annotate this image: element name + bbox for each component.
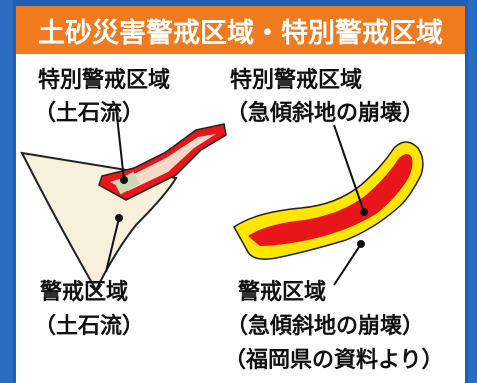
label-slope-warning-zone: 警戒区域	[238, 280, 327, 305]
dot-debris-special	[120, 176, 128, 184]
leader-debris-special	[115, 106, 125, 181]
top-border	[16, 0, 465, 6]
leader-slope-warning	[333, 243, 362, 286]
label-slope-warning-type: （急傾斜地の崩壊）	[226, 314, 425, 339]
source-note: （福岡県の資料より）	[224, 348, 444, 373]
leader-debris-warning	[105, 217, 120, 273]
label-debris-special-type: （土石流）	[34, 101, 145, 126]
label-debris-warning-zone: 警戒区域	[40, 280, 129, 305]
dot-debris-warning	[115, 214, 123, 222]
slope-special-zone-shape	[248, 154, 413, 246]
debris-special-zone-marker-area	[114, 171, 140, 195]
leader-slope-special	[333, 124, 365, 213]
label-debris-special-zone: 特別警戒区域	[38, 68, 171, 93]
label-slope-special-type: （急傾斜地の崩壊）	[226, 101, 425, 126]
dot-slope-special	[360, 208, 368, 216]
title-bar: 土砂災害警戒区域・特別警戒区域	[16, 6, 465, 54]
label-slope-special-zone: 特別警戒区域	[230, 68, 363, 93]
label-debris-warning-type: （土石流）	[34, 314, 145, 339]
dot-slope-warning	[357, 240, 365, 248]
page-title: 土砂災害警戒区域・特別警戒区域	[38, 17, 443, 49]
debris-special-zone-inner	[110, 134, 216, 191]
zone-diagram	[20, 106, 424, 293]
content-panel: 土砂災害警戒区域・特別警戒区域 特別	[13, 0, 468, 383]
